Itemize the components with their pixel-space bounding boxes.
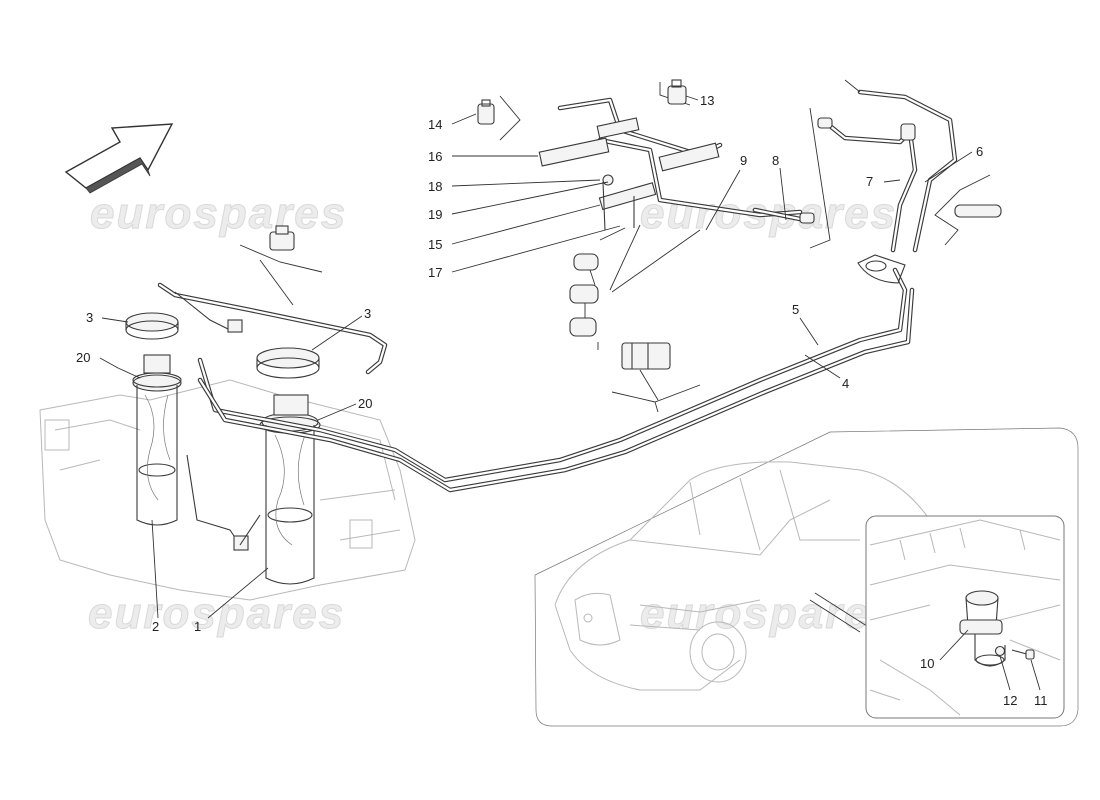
watermark-bottom-left: eurospares [88, 589, 345, 638]
callout-3-left: 3 [86, 310, 93, 325]
callout-20-right: 20 [358, 396, 372, 411]
callout-19: 19 [428, 207, 442, 222]
leader-lines [99, 95, 1041, 691]
direction-arrow-icon [64, 123, 174, 194]
detail-inset-box [865, 515, 1065, 719]
lock-ring-left [125, 312, 179, 340]
bracket-clip-center [611, 342, 701, 413]
fuel-pump-left [132, 354, 249, 551]
callout-13: 13 [700, 93, 714, 108]
callout-labels: 1 2 3 3 4 5 6 7 8 9 10 11 12 13 14 15 16… [76, 93, 1048, 708]
lock-ring-right [256, 347, 320, 379]
vent-line [157, 282, 388, 375]
washer-12 [994, 645, 1006, 657]
bolt-11 [1011, 649, 1035, 660]
quick-connector-top [239, 225, 323, 306]
clamp-stack-17 [569, 224, 701, 350]
callout-18: 18 [428, 179, 442, 194]
callout-1: 1 [194, 619, 201, 634]
callout-11: 11 [1034, 693, 1048, 708]
fuel-rail-assembly [499, 82, 803, 241]
clip-18 [602, 174, 614, 186]
callout-15: 15 [428, 237, 442, 252]
callout-3-right: 3 [364, 306, 371, 321]
watermark-group: eurospares eurospares eurospares eurospa… [88, 189, 897, 639]
car-inset-panel [534, 427, 1079, 727]
callout-17: 17 [428, 265, 442, 280]
fuel-line-main [197, 267, 915, 493]
car-outline [554, 461, 931, 691]
callout-5: 5 [792, 302, 799, 317]
callout-6: 6 [976, 144, 983, 159]
callout-20-left: 20 [76, 350, 90, 365]
upper-right-hoses [809, 79, 1002, 284]
fuel-tank-outline [39, 379, 416, 601]
callout-7: 7 [866, 174, 873, 189]
connector-clip-14 [477, 99, 495, 125]
callout-16: 16 [428, 149, 442, 164]
callout-4: 4 [842, 376, 849, 391]
watermark-bottom-right: eurospares [640, 589, 897, 638]
connector-clip-13 [667, 79, 687, 105]
pipe-segment-8 [752, 207, 815, 224]
callout-12: 12 [1003, 693, 1017, 708]
valve-10 [959, 590, 1006, 667]
callout-8: 8 [772, 153, 779, 168]
callout-9: 9 [740, 153, 747, 168]
callout-14: 14 [428, 117, 442, 132]
watermark-top-left: eurospares [90, 189, 347, 238]
callout-2: 2 [152, 619, 159, 634]
callout-10: 10 [920, 656, 934, 671]
